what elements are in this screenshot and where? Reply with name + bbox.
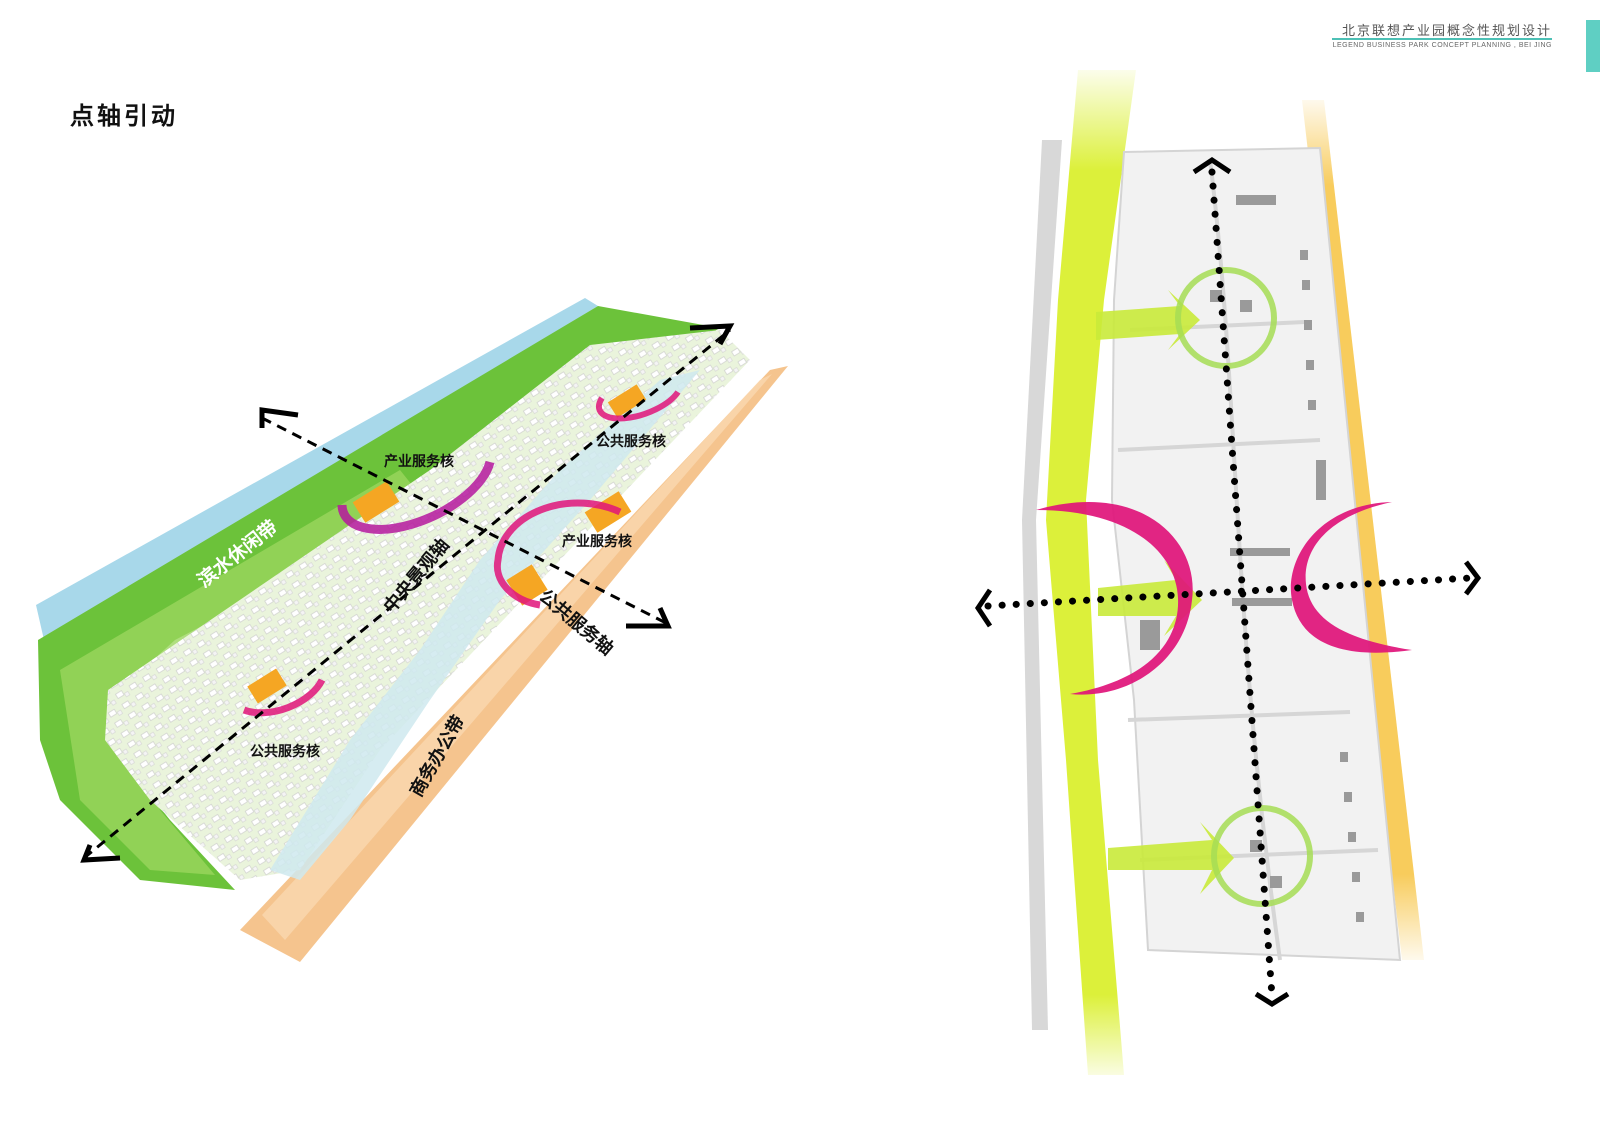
axis-arrow-west bbox=[974, 588, 993, 628]
lime-green-band bbox=[1046, 70, 1136, 1075]
left-axonometric-map: 公共服务核 产业服务核 产业服务核 公共服务核 滨水休闲带 中央景观轴 公共服务… bbox=[36, 298, 788, 962]
central-landscape-axis-line bbox=[83, 328, 731, 860]
header-color-tab bbox=[1586, 20, 1600, 72]
axes bbox=[80, 323, 735, 863]
project-title-en: LEGEND BUSINESS PARK CONCEPT PLANNING , … bbox=[1332, 42, 1552, 49]
header-rule bbox=[1332, 38, 1552, 40]
axis-arrow-south bbox=[1254, 991, 1290, 1007]
page-title: 点轴引动 bbox=[70, 102, 178, 130]
public-axis-arrow-se bbox=[626, 606, 672, 629]
east-west-dotted-axis bbox=[984, 574, 1474, 610]
core-arcs bbox=[242, 390, 681, 717]
plan-buildings bbox=[1140, 195, 1364, 922]
north-south-dotted-axis bbox=[1208, 168, 1276, 1000]
core-arc-public-bottom bbox=[242, 678, 326, 717]
central-axis-arrow-ne bbox=[689, 323, 735, 346]
central-landscape-strip bbox=[270, 370, 700, 880]
core-buildings bbox=[247, 384, 647, 704]
core-arc-public-top bbox=[595, 390, 681, 422]
outer-road bbox=[1022, 140, 1062, 1030]
central-axis-arrow-sw bbox=[80, 844, 121, 863]
public-axis-arrow-nw bbox=[259, 407, 299, 428]
label-public-core-top: 公共服务核 bbox=[596, 433, 666, 450]
label-public-core-bottom: 公共服务核 bbox=[250, 743, 320, 760]
public-service-axis-line bbox=[261, 416, 669, 626]
project-title-cn: 北京联想产业园概念性规划设计 bbox=[1341, 24, 1552, 39]
river-band bbox=[36, 298, 598, 640]
label-industry-core-mid: 产业服务核 bbox=[562, 533, 632, 550]
core-arc-industry-left bbox=[337, 460, 495, 534]
label-industry-core-left: 产业服务核 bbox=[384, 453, 454, 470]
document-header: 北京联想产业园概念性规划设计 LEGEND BUSINESS PARK CONC… bbox=[1332, 20, 1600, 72]
core-arc-industry-mid bbox=[493, 499, 622, 609]
axis-arrow-north bbox=[1192, 156, 1232, 175]
axis-arrow-east bbox=[1464, 560, 1482, 596]
right-plan-map bbox=[974, 70, 1482, 1075]
